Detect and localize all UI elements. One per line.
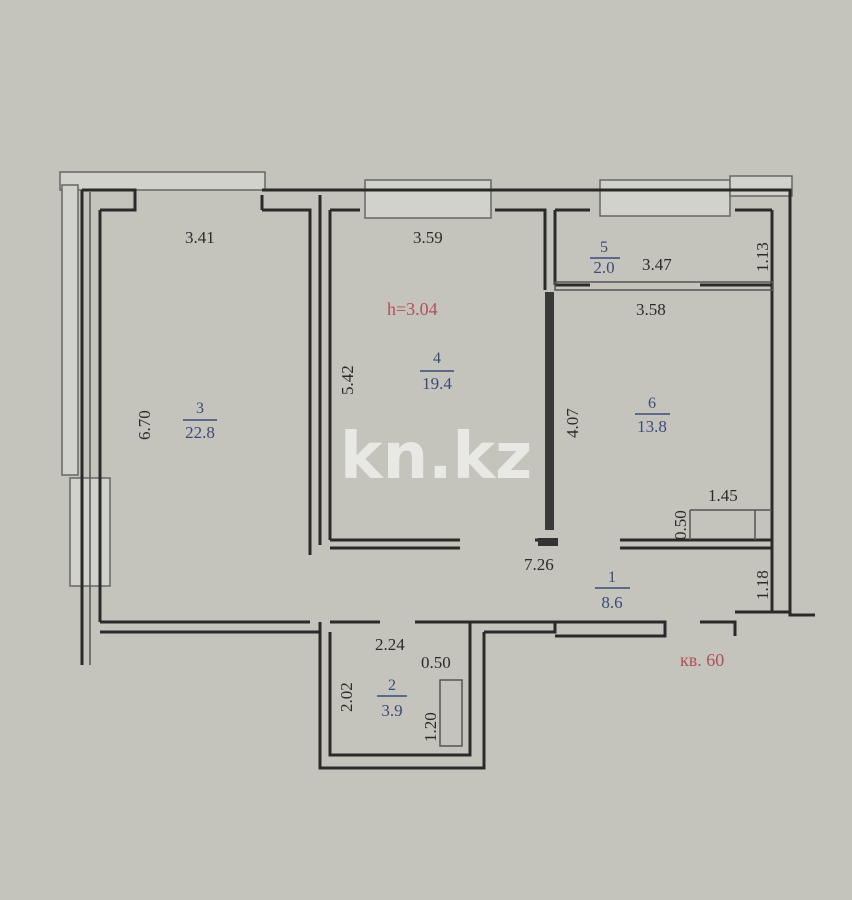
room-4-label: 4 19.4 — [420, 350, 454, 393]
svg-text:8.6: 8.6 — [601, 593, 622, 612]
dim-bath-length: 2.02 — [337, 682, 356, 712]
room-6-label: 6 13.8 — [635, 395, 670, 436]
dim-bath-width: 2.24 — [375, 635, 405, 654]
svg-text:1: 1 — [608, 569, 616, 586]
window-top-left — [59, 171, 266, 191]
svg-text:6: 6 — [648, 395, 656, 412]
dim-niche-width: 1.45 — [708, 486, 738, 505]
svg-text:3.9: 3.9 — [381, 701, 402, 720]
ceiling-height: h=3.04 — [387, 299, 438, 319]
dim-room4-width: 3.59 — [413, 228, 443, 247]
svg-text:13.8: 13.8 — [637, 417, 667, 436]
dim-room4-length: 5.42 — [338, 365, 357, 395]
outer-wall — [80, 188, 815, 665]
column — [538, 538, 558, 546]
room3-walls — [100, 208, 322, 634]
room-3-label: 3 22.8 — [183, 400, 217, 442]
svg-text:22.8: 22.8 — [185, 423, 215, 442]
dim-hall-width: 1.18 — [753, 570, 772, 600]
room5-door-strip — [554, 281, 774, 291]
dim-bath-niche-width: 0.50 — [421, 653, 451, 672]
apartment-label: кв. 60 — [680, 650, 724, 670]
window-top-right — [729, 175, 793, 197]
svg-text:3: 3 — [196, 400, 204, 417]
dim-room3-length: 6.70 — [135, 410, 154, 440]
window-room5 — [599, 179, 731, 217]
room6-niche — [689, 509, 772, 540]
watermark: kn.kz — [340, 420, 532, 494]
dim-room6-length: 4.07 — [563, 408, 582, 438]
dim-bath-niche-length: 1.20 — [421, 712, 440, 742]
hall-walls — [535, 538, 772, 550]
bottom-walls — [318, 620, 737, 770]
room5-walls — [553, 208, 772, 287]
wall-room4-room6 — [545, 292, 554, 530]
dim-niche-depth: 0.50 — [671, 510, 690, 540]
svg-text:2: 2 — [388, 677, 396, 694]
window-left-upper — [61, 184, 79, 476]
room4-walls — [328, 208, 547, 550]
room-1-label: 1 8.6 — [595, 569, 630, 612]
room-5-label: 5 2.0 — [590, 239, 620, 277]
bath-niche — [439, 679, 463, 747]
svg-text:2.0: 2.0 — [593, 258, 614, 277]
svg-text:5: 5 — [600, 239, 608, 256]
dim-room6-width: 3.58 — [636, 300, 666, 319]
dim-room3-width: 3.41 — [185, 228, 215, 247]
dim-room5-depth: 1.13 — [753, 242, 772, 272]
window-room4 — [364, 179, 492, 219]
svg-text:4: 4 — [433, 350, 441, 367]
dim-room5-width: 3.47 — [642, 255, 672, 274]
dim-hall-length: 7.26 — [524, 555, 554, 574]
svg-text:19.4: 19.4 — [422, 374, 452, 393]
room-2-label: 2 3.9 — [377, 677, 407, 720]
